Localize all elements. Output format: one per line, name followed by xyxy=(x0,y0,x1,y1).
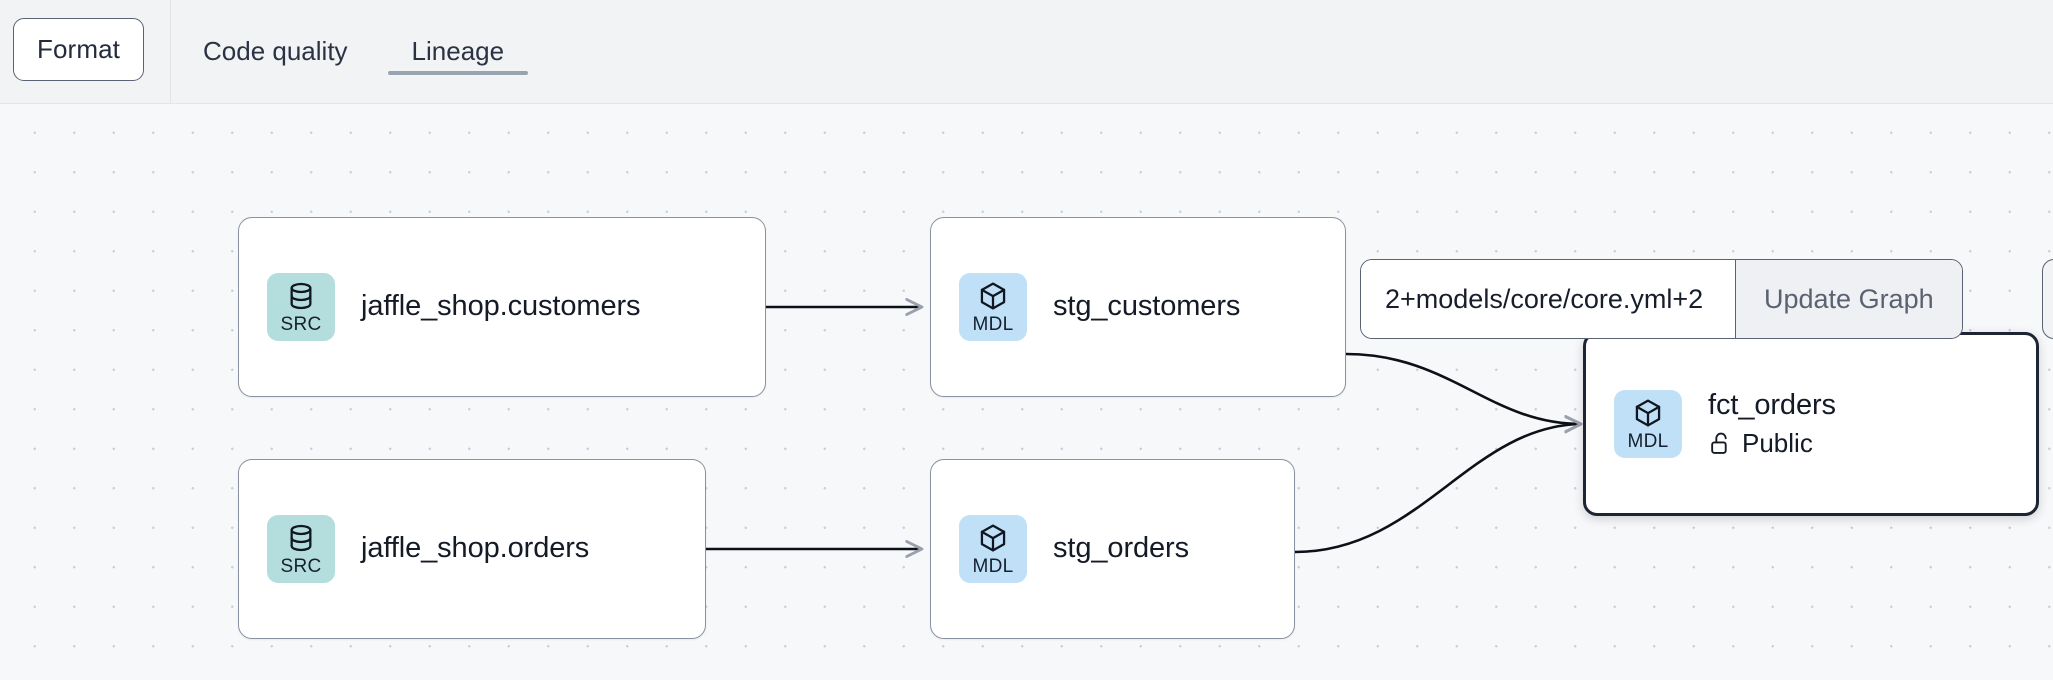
graph-selector-control: Update Graph xyxy=(1360,259,1963,339)
lineage-node-stg-customers[interactable]: MDL stg_customers xyxy=(930,217,1346,397)
node-badge-src: SRC xyxy=(267,273,335,341)
node-body: stg_orders xyxy=(1053,532,1189,566)
toolbar-left-section: Format xyxy=(0,0,171,103)
lineage-node-jaffle-shop-orders[interactable]: SRC jaffle_shop.orders xyxy=(238,459,706,639)
update-graph-button[interactable]: Update Graph xyxy=(1735,260,1962,338)
format-button[interactable]: Format xyxy=(13,18,144,81)
cube-icon xyxy=(980,282,1006,310)
lineage-node-fct-orders[interactable]: MDL fct_orders Public xyxy=(1583,332,2039,516)
lineage-canvas[interactable]: SRC jaffle_shop.customers SRC jaffle_sho… xyxy=(0,104,2053,680)
cube-icon xyxy=(980,524,1006,552)
graph-side-control[interactable] xyxy=(2042,259,2053,339)
node-title: jaffle_shop.customers xyxy=(361,290,641,323)
node-badge-mdl: MDL xyxy=(959,273,1027,341)
node-title: stg_customers xyxy=(1053,290,1241,323)
database-icon xyxy=(290,524,312,552)
node-title: jaffle_shop.orders xyxy=(361,532,590,565)
tab-lineage-label: Lineage xyxy=(411,36,505,66)
tab-code-quality-label: Code quality xyxy=(203,36,348,66)
database-icon xyxy=(290,282,312,310)
node-badge-label: MDL xyxy=(972,314,1014,335)
edge-stg-customers-to-fct-orders xyxy=(1345,352,1581,424)
node-badge-label: SRC xyxy=(280,556,322,577)
node-badge-mdl: MDL xyxy=(959,515,1027,583)
node-title: fct_orders xyxy=(1708,389,1836,422)
tab-bar: Code quality Lineage xyxy=(171,0,536,103)
node-body: jaffle_shop.customers xyxy=(361,290,641,324)
node-title: stg_orders xyxy=(1053,532,1190,565)
tab-lineage[interactable]: Lineage xyxy=(380,0,537,103)
node-access-badge: Public xyxy=(1708,428,1836,459)
edge-stg-orders-to-fct-orders xyxy=(1294,424,1581,554)
node-body: jaffle_shop.orders xyxy=(361,532,589,566)
node-badge-label: SRC xyxy=(280,314,322,335)
node-badge-mdl: MDL xyxy=(1614,390,1682,458)
dbt-selector-input[interactable] xyxy=(1361,260,1735,338)
node-body: stg_customers xyxy=(1053,290,1240,324)
node-body: fct_orders Public xyxy=(1708,389,1836,459)
cube-icon xyxy=(1635,399,1661,427)
node-access-label: Public xyxy=(1742,427,1813,458)
editor-toolbar: Format Code quality Lineage xyxy=(0,0,2053,104)
unlock-icon xyxy=(1711,432,1727,454)
node-badge-label: MDL xyxy=(972,556,1014,577)
lineage-node-jaffle-shop-customers[interactable]: SRC jaffle_shop.customers xyxy=(238,217,766,397)
lineage-node-stg-orders[interactable]: MDL stg_orders xyxy=(930,459,1295,639)
tab-code-quality[interactable]: Code quality xyxy=(171,0,380,103)
tab-active-underline xyxy=(387,71,529,75)
node-badge-src: SRC xyxy=(267,515,335,583)
node-badge-label: MDL xyxy=(1627,431,1669,452)
